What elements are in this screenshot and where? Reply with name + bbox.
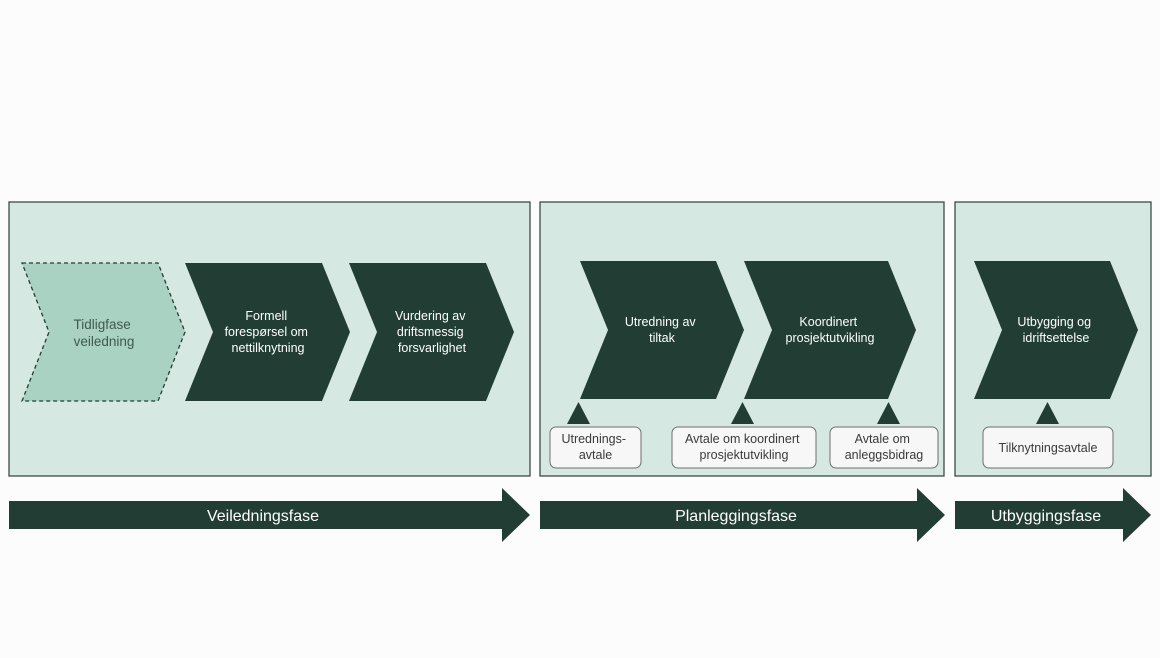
step-chevron-shape: [974, 261, 1138, 399]
step-label-line: nettilknytning: [232, 341, 305, 355]
agreement-anleggsbidrag: Avtale om anleggsbidrag: [829, 426, 939, 469]
step-label-line: idriftsettelse: [1023, 331, 1090, 345]
step-label-line: Utredning av: [625, 315, 697, 329]
phase-name: Utbyggingsfase: [991, 508, 1101, 525]
agreement-pointer-triangle: [877, 402, 900, 424]
step-label: Koordinert prosjektutvikling: [786, 315, 875, 345]
step-label-line: veiledning: [74, 334, 135, 349]
phase-name: Veiledningsfase: [207, 508, 319, 525]
phase-name: Planleggingsfase: [675, 508, 797, 525]
agreement-pointer-triangle: [567, 402, 590, 424]
agreement-box: [549, 426, 642, 469]
step-label: Vurdering av driftsmessig forsvarlighet: [395, 309, 469, 355]
step-label-line: Tidligfase: [73, 317, 130, 332]
agreement-pointer-triangle: [1036, 402, 1059, 424]
step-label-line: tiltak: [649, 331, 675, 345]
step-tidligfase-veiledning: Tidligfase veiledning: [21, 262, 186, 402]
phase-arrow-planleggingsfase: Planleggingsfase: [540, 488, 945, 542]
agreement-avtale-koordinert: Avtale om koordinert prosjektutvikling: [671, 426, 817, 469]
step-label-line: Utbygging og: [1017, 315, 1091, 329]
step-vurdering-driftsmessig: Vurdering av driftsmessig forsvarlighet: [349, 263, 514, 401]
step-koordinert-prosjektutvikling: Koordinert prosjektutvikling: [744, 261, 916, 399]
agreement-pointer-triangle: [731, 402, 754, 424]
agreement-label: Utrednings- avtale: [561, 432, 629, 462]
phase-arrow-utbyggingsfase: Utbyggingsfase: [955, 488, 1151, 542]
step-label-line: forespørsel om: [225, 325, 308, 339]
agreement-label-line: Avtale om koordinert: [685, 432, 800, 446]
step-label: Formell forespørsel om nettilknytning: [225, 309, 312, 355]
step-label-line: Koordinert: [799, 315, 857, 329]
agreement-label-line: prosjektutvikling: [700, 448, 789, 462]
step-chevron-shape: [349, 263, 514, 401]
agreement-label: Avtale om koordinert prosjektutvikling: [685, 432, 803, 462]
agreement-label: Avtale om anleggsbidrag: [845, 432, 924, 462]
phase-arrow-shape: [540, 488, 945, 542]
agreement-label-line: Avtale om: [855, 432, 910, 446]
agreement-box: [671, 426, 817, 469]
step-utbygging-idriftsettelse: Utbygging og idriftsettelse: [974, 261, 1138, 399]
agreement-box: [829, 426, 939, 469]
step-label-line: forsvarlighet: [398, 341, 467, 355]
step-label: Utredning av tiltak: [625, 315, 699, 345]
agreement-tilknytningsavtale: Tilknytningsavtale: [982, 426, 1114, 469]
step-chevron-shape: [580, 261, 744, 399]
phase-arrow-shape: [9, 488, 530, 542]
step-label-line: Formell: [245, 309, 287, 323]
step-label-line: driftsmessig: [397, 325, 464, 339]
step-label-line: Vurdering av: [395, 309, 466, 323]
agreement-label: Tilknytningsavtale: [999, 441, 1098, 455]
step-formell-foresporsel: Formell forespørsel om nettilknytning: [185, 263, 350, 401]
phase-arrow-shape: [955, 488, 1151, 542]
agreement-label-line: Utrednings-: [561, 432, 626, 446]
step-chevron-shape: [185, 263, 350, 401]
phase-arrow-veiledningsfase: Veiledningsfase: [9, 488, 530, 542]
step-utredning-av-tiltak: Utredning av tiltak: [580, 261, 744, 399]
agreement-label-line: avtale: [579, 448, 612, 462]
step-label: Utbygging og idriftsettelse: [1017, 315, 1094, 345]
agreement-label-line: Tilknytningsavtale: [999, 441, 1098, 455]
agreement-box: [982, 426, 1114, 469]
agreement-utredningsavtale: Utrednings- avtale: [549, 426, 642, 469]
step-chevron-shape: [744, 261, 916, 399]
step-label: Tidligfase veiledning: [73, 317, 134, 349]
step-label-line: prosjektutvikling: [786, 331, 875, 345]
step-chevron-shape: [21, 262, 186, 402]
agreement-label-line: anleggsbidrag: [845, 448, 924, 462]
